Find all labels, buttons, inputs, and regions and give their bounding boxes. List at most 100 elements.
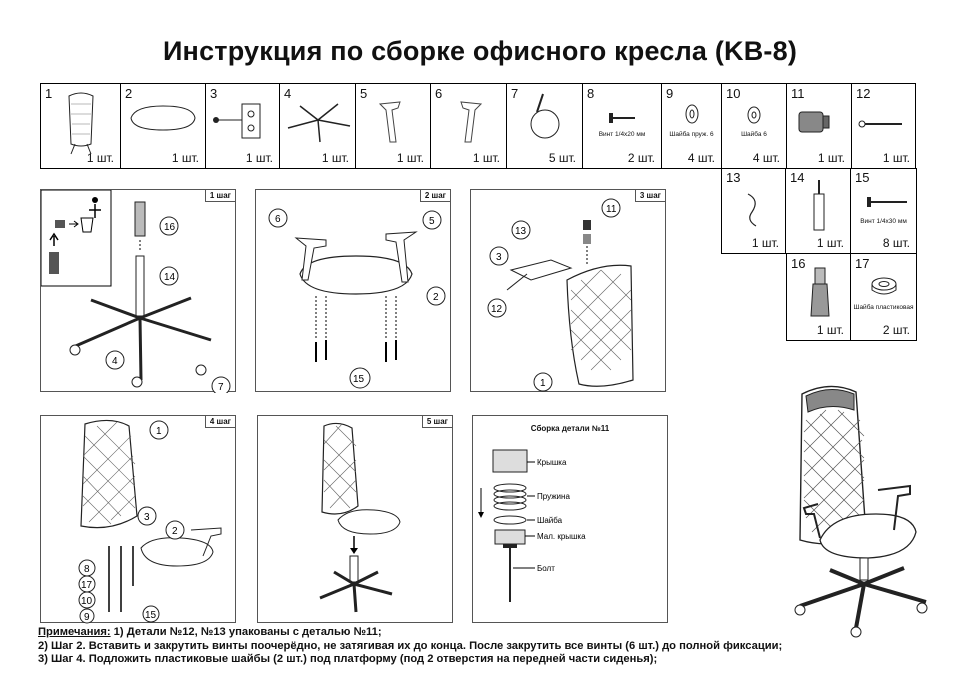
part-11-exploded-view: Крышка Пружина Шайба Мал. крышка Болт xyxy=(478,449,586,602)
part-11-assembly-panel: Сборка детали №11 Крышка Пружина Шайба М… xyxy=(472,415,668,623)
knob-icon xyxy=(798,111,830,133)
part-16-cell: 16 1 шт. xyxy=(786,254,851,341)
part-8-cell: 8 Винт 1/4x20 мм 2 шт. xyxy=(583,84,662,169)
step-1-panel: 1 шаг 16 14 4 7 xyxy=(40,189,236,393)
pin-icon xyxy=(858,120,902,128)
gas-lift-icon xyxy=(813,180,825,231)
part-number: 12 xyxy=(856,86,871,101)
part-11-label-small-cap: Мал. крышка xyxy=(537,532,586,541)
part-11-cell: 11 1 шт. xyxy=(787,84,852,169)
callout-6: 6 xyxy=(275,214,281,225)
part-quantity: 1 шт. xyxy=(882,151,910,165)
step-3-panel: 3 шаг 11 13 3 12 1 xyxy=(470,189,666,392)
callout-14: 14 xyxy=(164,272,176,283)
callout-3: 3 xyxy=(144,512,150,523)
part-quantity: 2 шт. xyxy=(627,151,655,165)
part-quantity: 1 шт. xyxy=(321,151,349,165)
part-number: 7 xyxy=(511,86,519,101)
part-11-label-bolt: Болт xyxy=(537,564,555,573)
armrest-right-icon xyxy=(378,101,401,143)
part-number: 14 xyxy=(790,170,805,185)
part-number: 17 xyxy=(855,256,870,271)
callout-4: 4 xyxy=(112,356,118,367)
part-17-cell: 17 Шайба пластиковая 2 шт. xyxy=(851,254,917,341)
part-13-cell: 13 1 шт. xyxy=(721,168,786,254)
callout-13: 13 xyxy=(515,226,527,237)
part-quantity: 8 шт. xyxy=(882,236,910,250)
part-number: 11 xyxy=(791,86,805,101)
step-label: 3 шаг xyxy=(634,190,665,202)
part-quantity: 1 шт. xyxy=(816,236,844,250)
part-quantity: 1 шт. xyxy=(171,151,199,165)
part-number: 5 xyxy=(360,86,368,101)
notes-line-3: 3) Шаг 4. Подложить пластиковые шайбы (2… xyxy=(38,653,658,665)
part-quantity: 1 шт. xyxy=(817,151,845,165)
backrest-icon xyxy=(68,92,94,155)
parts-table: 1 1 шт. 2 1 шт. 3 1 шт. 4 1 шт. 5 xyxy=(40,83,916,169)
part-15-cell: 15 Винт 1/4x30 мм 8 шт. xyxy=(851,168,917,254)
part-3-cell: 3 1 шт. xyxy=(206,84,280,169)
screw-long-icon xyxy=(867,197,907,207)
part-caption: Шайба пластиковая xyxy=(853,304,914,311)
part-number: 15 xyxy=(855,170,870,185)
callout-3: 3 xyxy=(496,252,502,263)
step-5-illustration xyxy=(319,422,401,613)
clip-icon xyxy=(747,193,757,227)
part-number: 13 xyxy=(726,170,741,185)
part-11-label-cap: Крышка xyxy=(537,458,567,467)
step-label: 5 шаг xyxy=(421,416,452,428)
part-1-cell: 1 1 шт. xyxy=(41,84,121,169)
part-5-cell: 5 1 шт. xyxy=(356,84,431,169)
callout-15: 15 xyxy=(353,374,365,385)
part-number: 9 xyxy=(666,86,674,101)
step-4-illustration: 1 3 2 8 17 10 9 15 xyxy=(78,419,222,624)
part-caption: Шайба пруж. 6 xyxy=(669,131,714,138)
part-quantity: 2 шт. xyxy=(882,323,910,337)
part-11-label-spring: Пружина xyxy=(537,492,570,501)
part-quantity: 1 шт. xyxy=(472,151,500,165)
part-caption: Шайба 6 xyxy=(741,131,767,138)
callout-12: 12 xyxy=(491,304,503,315)
part-number: 2 xyxy=(125,86,133,101)
part-11-label-washer: Шайба xyxy=(537,516,563,525)
step-5-panel: 5 шаг xyxy=(257,415,453,623)
step-label: 1 шаг xyxy=(204,190,235,202)
screw-short-icon xyxy=(609,113,635,123)
part-number: 10 xyxy=(726,86,741,101)
callout-9: 9 xyxy=(84,612,90,623)
part-quantity: 1 шт. xyxy=(396,151,424,165)
part-number: 16 xyxy=(791,256,806,271)
part-4-cell: 4 1 шт. xyxy=(280,84,356,169)
callout-1: 1 xyxy=(540,378,546,389)
step-label: 2 шаг xyxy=(419,190,450,202)
part-7-cell: 7 5 шт. xyxy=(507,84,583,169)
callout-5: 5 xyxy=(429,216,435,227)
spring-washer-icon xyxy=(685,104,699,124)
step-label: 4 шаг xyxy=(204,416,235,428)
base-icon xyxy=(287,103,351,143)
part-caption: Винт 1/4x30 мм xyxy=(860,218,907,225)
step-4-panel: 4 шаг 1 3 2 8 17 10 9 15 xyxy=(40,415,236,624)
part-number: 3 xyxy=(210,86,218,101)
notes-section: Примечания: 1) Детали №12, №13 упакованы… xyxy=(38,626,938,667)
part-caption: Винт 1/4x20 мм xyxy=(598,131,646,138)
gas-cover-icon xyxy=(810,267,830,317)
notes-heading: Примечания: xyxy=(38,626,111,638)
part-10-cell: 10 Шайба 6 4 шт. xyxy=(722,84,787,169)
part-number: 8 xyxy=(587,86,595,101)
callout-10: 10 xyxy=(81,596,93,607)
assembled-chair-illustration xyxy=(794,385,928,638)
part-quantity: 4 шт. xyxy=(752,151,780,165)
part-number: 1 xyxy=(45,86,53,101)
part-11-title: Сборка детали №11 xyxy=(530,424,610,433)
part-6-cell: 6 1 шт. xyxy=(431,84,507,169)
page-title: Инструкция по сборке офисного кресла (KB… xyxy=(162,36,798,66)
callout-11: 11 xyxy=(606,204,617,215)
part-9-cell: 9 Шайба пруж. 6 4 шт. xyxy=(662,84,722,169)
part-quantity: 1 шт. xyxy=(816,323,844,337)
seat-icon xyxy=(130,105,196,131)
part-number: 6 xyxy=(435,86,443,101)
part-quantity: 1 шт. xyxy=(245,151,273,165)
notes-line-1: Примечания: 1) Детали №12, №13 упакованы… xyxy=(38,626,382,638)
part-quantity: 1 шт. xyxy=(751,236,779,250)
